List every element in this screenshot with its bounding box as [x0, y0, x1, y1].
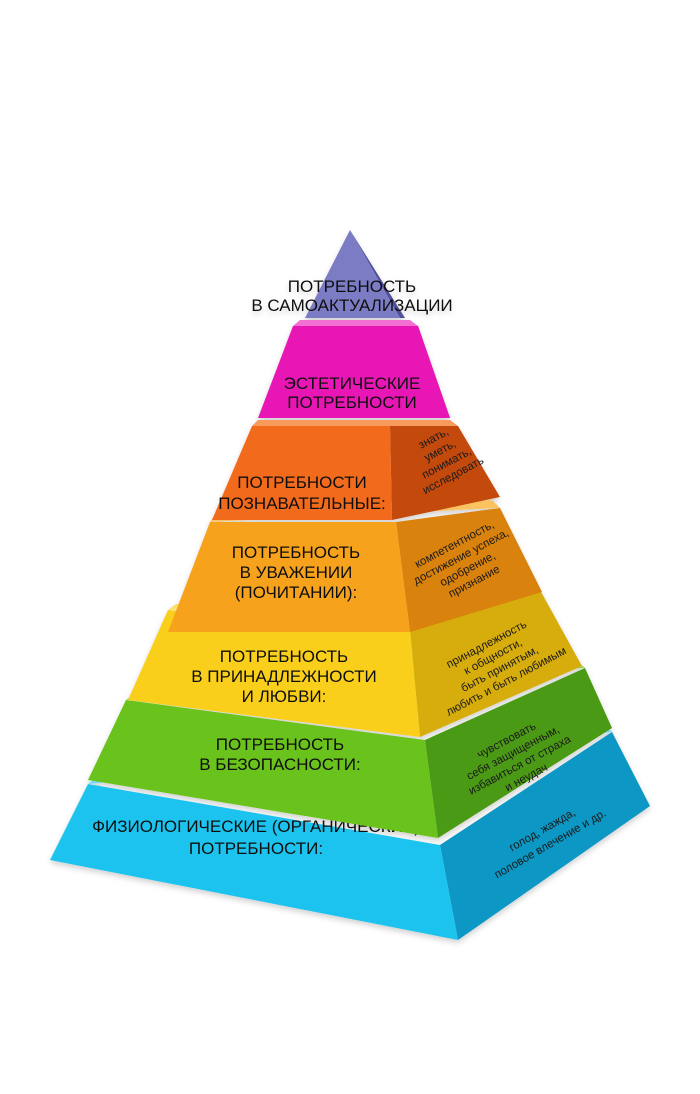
- level-side-face: [396, 508, 542, 632]
- level-front-face: [88, 700, 438, 838]
- level-title-line: В САМОАКТУАЛИЗАЦИИ: [251, 296, 452, 315]
- level-front-face: [212, 426, 392, 520]
- level-front-face: [128, 610, 420, 737]
- level-side-face: [390, 426, 500, 520]
- level-title-line: ПОТРЕБНОСТИ: [287, 393, 416, 412]
- level-title-line: ПОЗНАВАТЕЛЬНЫЕ:: [218, 494, 386, 513]
- level-top-face: [293, 320, 418, 326]
- level-title-line: ФИЗИОЛОГИЧЕСКИЕ (ОРГАНИЧЕСКИЕ): [92, 817, 420, 836]
- level-side-face: [350, 230, 405, 318]
- level-title-line: ПОТРЕБНОСТЬ: [216, 735, 344, 754]
- level-front-face: [50, 784, 458, 940]
- level-title: ФИЗИОЛОГИЧЕСКИЕ (ОРГАНИЧЕСКИЕ) ПОТРЕБНОСТ…: [92, 817, 420, 858]
- level-title-line: ПОТРЕБНОСТИ: [237, 473, 366, 492]
- level-title-line: ПОТРЕБНОСТЬ: [232, 543, 360, 562]
- level-front-face: [258, 326, 450, 418]
- level-front-face: [305, 230, 400, 318]
- level-side-face: [425, 668, 612, 838]
- level-title-line: В УВАЖЕНИИ: [240, 563, 353, 582]
- level-title: ПОТРЕБНОСТИ ПОЗНАВАТЕЛЬНЫЕ:: [218, 473, 386, 513]
- level-side-face: [410, 590, 582, 737]
- level-title-line: (ПОЧИТАНИИ):: [235, 583, 358, 602]
- level-title-line: В БЕЗОПАСНОСТИ:: [199, 755, 360, 774]
- level-front-face: [168, 522, 410, 632]
- level-title-line: ЭСТЕТИЧЕСКИЕ: [284, 374, 421, 393]
- level-title-line: ПОТРЕБНОСТЬ: [220, 647, 348, 666]
- level-title-line: ПОТРЕБНОСТИ:: [189, 839, 323, 858]
- level-side-face: [440, 732, 650, 940]
- level-title-line: И ЛЮБВИ:: [242, 687, 327, 706]
- level-title-line: В ПРИНАДЛЕЖНОСТИ: [191, 667, 377, 686]
- level-top-face: [252, 420, 458, 426]
- level-title-line: ПОТРЕБНОСТЬ: [288, 277, 416, 296]
